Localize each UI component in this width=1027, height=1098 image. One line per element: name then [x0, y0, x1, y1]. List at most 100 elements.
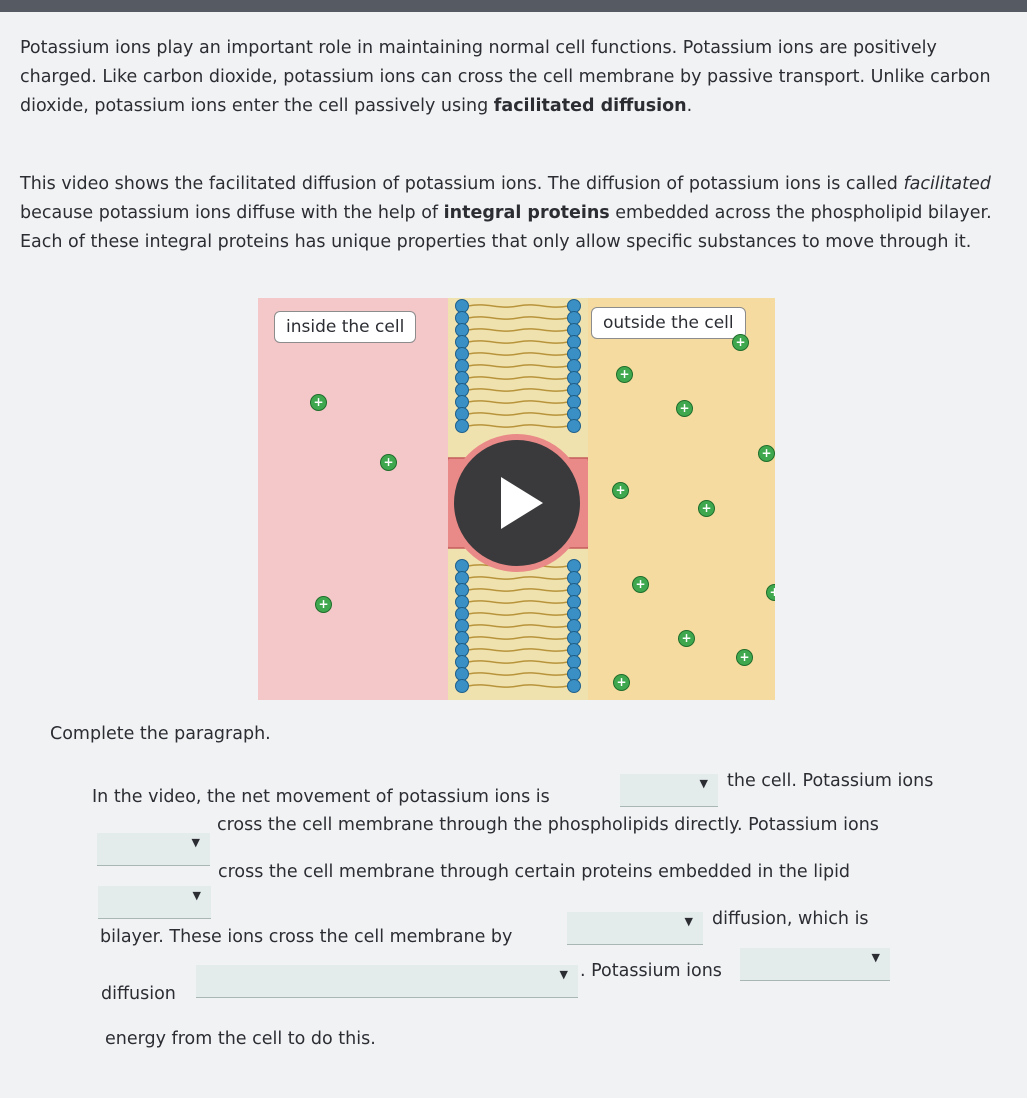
dropdown-diffusion-type[interactable]: ▼: [567, 912, 703, 945]
top-bar: [0, 0, 1027, 12]
lipid-tail: [467, 576, 569, 580]
lipid-tail: [467, 648, 569, 652]
play-button[interactable]: [454, 440, 580, 566]
dropdown-energy-requirement[interactable]: ▼: [740, 948, 890, 981]
potassium-ion: +: [315, 596, 332, 613]
phospholipid-head: [567, 299, 581, 313]
lipid-tail: [467, 612, 569, 616]
chevron-down-icon: ▼: [871, 951, 880, 964]
lipid-tail: [467, 364, 569, 368]
question-line-2: cross the cell membrane through the phos…: [217, 815, 879, 835]
inside-cell-label: inside the cell: [274, 311, 417, 343]
phospholipid-head: [567, 323, 581, 337]
phospholipid-head: [455, 595, 469, 609]
phospholipid-head: [567, 383, 581, 397]
question-line-6: energy from the cell to do this.: [105, 1029, 376, 1049]
phospholipid-head: [455, 607, 469, 621]
p2-text-b: because potassium ions diffuse with the …: [20, 203, 444, 223]
dropdown-protein-crossing[interactable]: ▼: [98, 886, 211, 919]
phospholipid-head: [455, 583, 469, 597]
potassium-ion: +: [380, 454, 397, 471]
potassium-ion: +: [613, 674, 630, 691]
phospholipid-head: [455, 571, 469, 585]
phospholipid-head: [567, 595, 581, 609]
potassium-ion: +: [676, 400, 693, 417]
phospholipid-head: [567, 335, 581, 349]
lipid-tail: [467, 624, 569, 628]
question-line-1b: the cell. Potassium ions: [727, 771, 934, 791]
phospholipid-head: [455, 359, 469, 373]
dropdown-phospholipid-crossing[interactable]: ▼: [97, 833, 210, 866]
phospholipid-head: [567, 347, 581, 361]
lipid-tail: [467, 376, 569, 380]
phospholipid-head: [567, 359, 581, 373]
phospholipid-head: [567, 571, 581, 585]
lipid-tail: [467, 316, 569, 320]
phospholipid-head: [567, 311, 581, 325]
intro-text: Potassium ions play an important role in…: [20, 38, 991, 116]
phospholipid-head: [455, 323, 469, 337]
phospholipid-head: [455, 655, 469, 669]
lipid-tail: [467, 636, 569, 640]
lipid-tail: [467, 412, 569, 416]
lipid-tail: [467, 672, 569, 676]
lipid-tail: [467, 588, 569, 592]
phospholipid-head: [455, 667, 469, 681]
phospholipid-head: [567, 395, 581, 409]
dropdown-direction[interactable]: ▼: [620, 774, 718, 807]
phospholipid-head: [567, 667, 581, 681]
chevron-down-icon: ▼: [191, 836, 200, 849]
facilitated-diffusion-term: facilitated diffusion: [493, 96, 687, 116]
intro-paragraph-1: Potassium ions play an important role in…: [20, 34, 1000, 121]
phospholipid-head: [455, 643, 469, 657]
question-line-3: cross the cell membrane through certain …: [218, 862, 851, 882]
phospholipid-head: [567, 559, 581, 573]
potassium-ion: +: [632, 576, 649, 593]
potassium-ion: +: [678, 630, 695, 647]
instruction-text: Complete the paragraph.: [50, 724, 271, 744]
chevron-down-icon: ▼: [192, 889, 201, 902]
facilitated-term: facilitated: [903, 174, 991, 194]
intro-period: .: [686, 96, 693, 116]
question-line-4a: bilayer. These ions cross the cell membr…: [100, 927, 513, 947]
phospholipid-head: [567, 619, 581, 633]
dropdown-diffusion-description[interactable]: ▼: [196, 965, 578, 998]
potassium-ion: +: [612, 482, 629, 499]
intro-paragraph-2: This video shows the facilitated diffusi…: [20, 170, 1000, 257]
lipid-tail: [467, 424, 569, 428]
potassium-ion: +: [616, 366, 633, 383]
integral-proteins-term: integral proteins: [443, 203, 610, 223]
phospholipid-head: [455, 395, 469, 409]
question-line-4b: diffusion, which is: [712, 909, 869, 929]
question-line-5b: . Potassium ions: [580, 961, 722, 981]
phospholipid-head: [455, 383, 469, 397]
lipid-tail: [467, 400, 569, 404]
lipid-tail: [467, 600, 569, 604]
phospholipid-head: [455, 371, 469, 385]
video-player[interactable]: inside the cell outside the cell + + + +…: [258, 298, 775, 700]
potassium-ion: +: [732, 334, 749, 351]
phospholipid-head: [455, 311, 469, 325]
lipid-tail: [467, 660, 569, 664]
chevron-down-icon: ▼: [559, 968, 568, 981]
phospholipid-head: [567, 679, 581, 693]
phospholipid-head: [567, 631, 581, 645]
phospholipid-head: [567, 583, 581, 597]
outside-cell-label: outside the cell: [591, 307, 746, 339]
potassium-ion: +: [698, 500, 715, 517]
phospholipid-head: [455, 347, 469, 361]
p2-text-c: embedded across the phospholipid bilayer…: [20, 203, 992, 252]
phospholipid-head: [567, 607, 581, 621]
phospholipid-head: [455, 679, 469, 693]
phospholipid-head: [455, 335, 469, 349]
lipid-tail: [467, 564, 569, 568]
lipid-tail: [467, 328, 569, 332]
phospholipid-head: [455, 631, 469, 645]
play-icon: [501, 477, 543, 529]
potassium-ion: +: [736, 649, 753, 666]
question-line-1a: In the video, the net movement of potass…: [92, 787, 550, 807]
phospholipid-head: [455, 299, 469, 313]
potassium-ion: +: [310, 394, 327, 411]
chevron-down-icon: ▼: [699, 777, 708, 790]
phospholipid-head: [567, 655, 581, 669]
